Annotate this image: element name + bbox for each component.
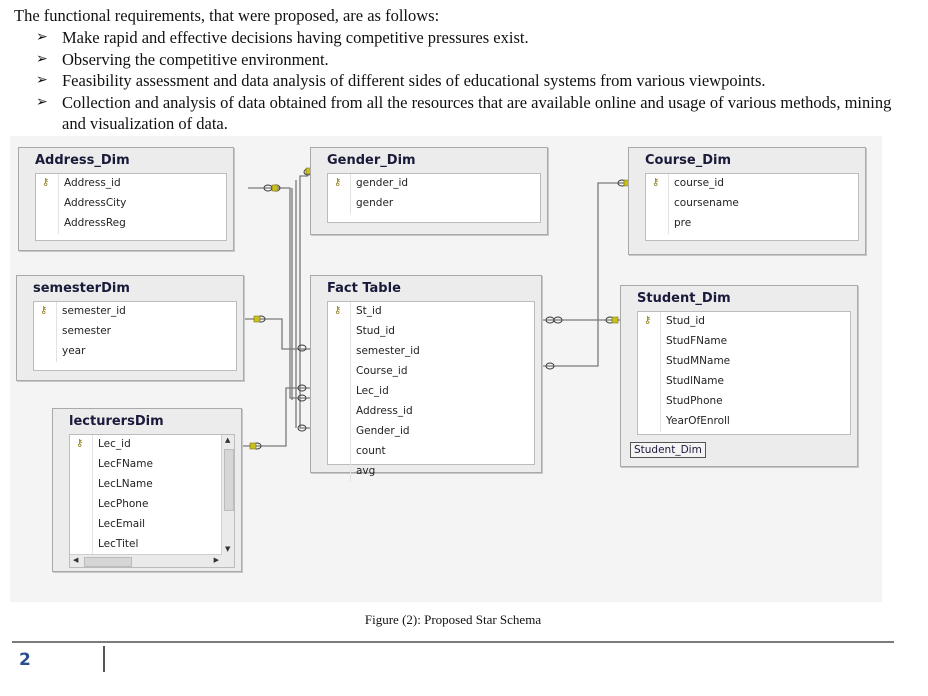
column-row[interactable]: StudFName xyxy=(638,332,850,352)
student-dim-tag[interactable]: Student_Dim xyxy=(630,442,706,458)
key-icon: ⚷ xyxy=(652,177,660,188)
table-title: semesterDim xyxy=(33,281,130,296)
column-row[interactable]: Gender_id xyxy=(328,422,534,442)
column-row[interactable]: ⚷course_id xyxy=(646,174,858,194)
course-dim-table[interactable]: Course_Dim ⚷course_id coursename pre xyxy=(628,147,866,255)
column-row[interactable]: pre xyxy=(646,214,858,234)
table-title: Address_Dim xyxy=(35,153,130,168)
column-row[interactable]: AddressCity xyxy=(36,194,226,214)
column-row[interactable]: Lec_id xyxy=(328,382,534,402)
column-row[interactable]: LecEmail xyxy=(70,515,234,535)
column-row[interactable]: semester xyxy=(34,322,236,342)
column-row[interactable]: StudMName xyxy=(638,352,850,372)
table-title: Student_Dim xyxy=(637,291,731,306)
column-row[interactable]: StudPhone xyxy=(638,392,850,412)
page-number: 2 xyxy=(19,650,31,670)
column-row[interactable]: coursename xyxy=(646,194,858,214)
scroll-right-icon[interactable]: ▶ xyxy=(213,556,219,564)
column-grid: ⚷St_id Stud_id semester_id Course_id Lec… xyxy=(327,301,535,482)
scroll-down-icon[interactable]: ▼ xyxy=(225,545,231,553)
table-title: lecturersDim xyxy=(69,414,164,429)
column-row[interactable]: ⚷Address_id xyxy=(36,174,226,194)
column-row[interactable]: StudlName xyxy=(638,372,850,392)
column-grid: ⚷gender_id gender xyxy=(327,173,541,223)
gender-dim-table[interactable]: Gender_Dim ⚷gender_id gender xyxy=(310,147,548,235)
table-title: Gender_Dim xyxy=(327,153,416,168)
footer-divider xyxy=(103,646,105,672)
key-icon xyxy=(249,442,257,450)
bullet-item: Observing the competitive environment. xyxy=(36,49,916,71)
column-row[interactable]: YearOfEnroll xyxy=(638,412,850,432)
column-row[interactable]: LecFName xyxy=(70,455,234,475)
footer-rule xyxy=(12,641,894,643)
column-grid: ⚷semester_id semester year xyxy=(33,301,237,371)
column-row[interactable]: Stud_id xyxy=(328,322,534,342)
column-row[interactable]: Address_id xyxy=(328,402,534,422)
column-row[interactable]: LecTitel xyxy=(70,535,234,555)
key-icon xyxy=(253,315,261,323)
intro-text: The functional requirements, that were p… xyxy=(14,6,440,25)
bullet-item: Feasibility assessment and data analysis… xyxy=(36,70,916,92)
key-icon: ⚷ xyxy=(76,438,84,449)
key-icon: ⚷ xyxy=(334,305,342,316)
column-row[interactable]: ⚷semester_id xyxy=(34,302,236,322)
table-title: Course_Dim xyxy=(645,153,731,168)
scroll-thumb[interactable] xyxy=(224,449,234,511)
column-row[interactable]: ⚷Lec_id xyxy=(70,435,234,455)
column-grid: ⚷course_id coursename pre xyxy=(645,173,859,241)
column-row[interactable]: Course_id xyxy=(328,362,534,382)
bullet-item: Make rapid and effective decisions havin… xyxy=(36,27,916,49)
column-grid: ⚷Address_id AddressCity AddressReg xyxy=(35,173,227,241)
student-dim-table[interactable]: Student_Dim ⚷Stud_id StudFName StudMName… xyxy=(620,285,858,467)
figure-caption: Figure (2): Proposed Star Schema xyxy=(364,612,542,627)
column-row[interactable]: avg xyxy=(328,462,534,482)
key-icon: ⚷ xyxy=(40,305,48,316)
key-icon xyxy=(271,184,279,192)
key-icon: ⚷ xyxy=(334,177,342,188)
column-row[interactable]: ⚷gender_id xyxy=(328,174,540,194)
horizontal-scrollbar[interactable]: ◀ ▶ xyxy=(70,554,222,567)
column-row[interactable]: ⚷Stud_id xyxy=(638,312,850,332)
semester-dim-table[interactable]: semesterDim ⚷semester_id semester year xyxy=(16,275,244,381)
star-schema-diagram: Address_Dim ⚷Address_id AddressCity Addr… xyxy=(10,136,882,602)
key-icon: ⚷ xyxy=(42,177,50,188)
address-dim-table[interactable]: Address_Dim ⚷Address_id AddressCity Addr… xyxy=(18,147,234,251)
column-grid: ⚷Lec_id LecFName LecLName LecPhone LecEm… xyxy=(69,434,235,568)
bullet-item: Collection and analysis of data obtained… xyxy=(36,92,916,135)
vertical-scrollbar[interactable]: ▲ ▼ xyxy=(221,435,234,567)
lecturers-dim-table[interactable]: lecturersDim ⚷Lec_id LecFName LecLName L… xyxy=(52,408,242,572)
column-row[interactable]: count xyxy=(328,442,534,462)
table-title: Fact Table xyxy=(327,281,401,296)
column-row[interactable]: LecPhone xyxy=(70,495,234,515)
scroll-left-icon[interactable]: ◀ xyxy=(73,556,79,564)
key-icon xyxy=(611,316,619,324)
column-row[interactable]: ⚷St_id xyxy=(328,302,534,322)
column-row[interactable]: semester_id xyxy=(328,342,534,362)
column-row[interactable]: gender xyxy=(328,194,540,214)
fact-table[interactable]: Fact Table ⚷St_id Stud_id semester_id Co… xyxy=(310,275,542,482)
column-grid: ⚷Stud_id StudFName StudMName StudlName S… xyxy=(637,311,851,435)
scroll-thumb[interactable] xyxy=(84,557,132,567)
key-icon: ⚷ xyxy=(644,315,652,326)
column-row[interactable]: LecLName xyxy=(70,475,234,495)
column-row[interactable]: AddressReg xyxy=(36,214,226,234)
scroll-up-icon[interactable]: ▲ xyxy=(225,436,231,444)
column-row[interactable]: year xyxy=(34,342,236,362)
requirements-list: Make rapid and effective decisions havin… xyxy=(36,27,916,135)
